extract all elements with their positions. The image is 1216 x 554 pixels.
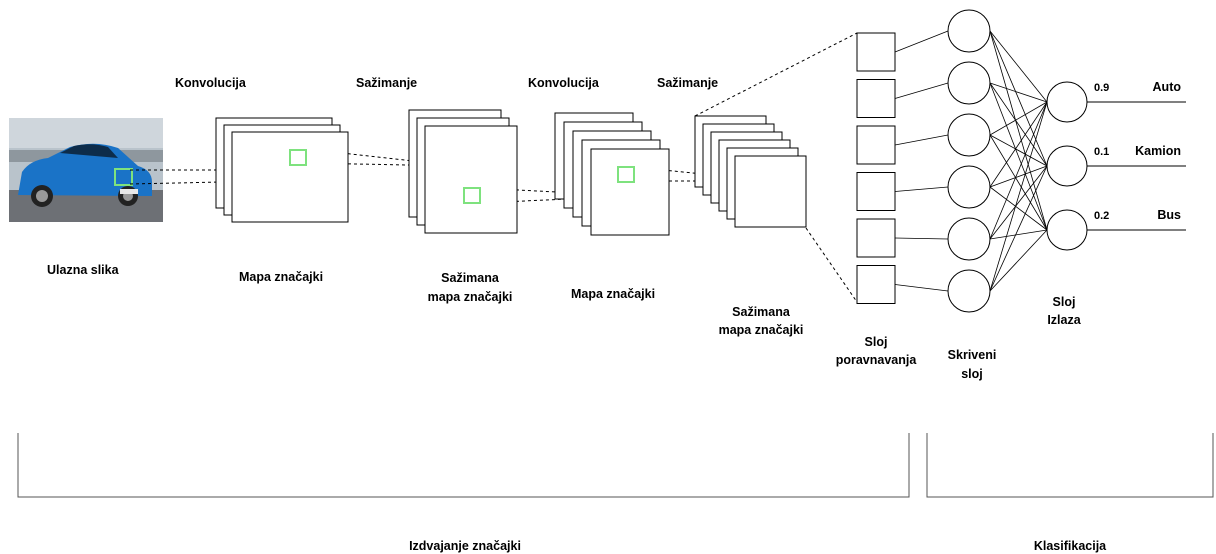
hidden-neuron (947, 113, 991, 157)
classification-bracket (926, 433, 1214, 498)
output-neuron (1046, 209, 1088, 251)
feature-extraction-bracket (17, 433, 910, 498)
hidden-output-edge (989, 165, 1048, 240)
output-neuron (1046, 145, 1088, 187)
hidden-neuron (947, 9, 991, 53)
flatten-node (856, 32, 896, 72)
hidden-layer (947, 9, 991, 313)
flatten-hidden-edge (894, 82, 949, 99)
pooled-map-2-label-line-2: mapa značajki (719, 323, 804, 337)
input-image (9, 118, 163, 222)
hidden-output-edge (989, 82, 1048, 167)
flatten-hidden-edge (894, 186, 949, 192)
flatten-hidden-edge (894, 237, 949, 240)
flatten-hidden-edge (894, 284, 949, 292)
output-probability: 0.2 (1094, 210, 1109, 222)
output-probability: 0.9 (1094, 82, 1109, 94)
output-label-line-1: Sloj (1053, 295, 1076, 309)
hidden-neuron (947, 61, 991, 105)
stage-conv-2: Konvolucija (528, 76, 600, 90)
flatten-hidden-edge (894, 30, 949, 53)
hidden-output-edge (989, 30, 1048, 167)
hidden-output-edge (989, 101, 1048, 188)
hidden-neuron (947, 217, 991, 261)
flatten-node (856, 265, 896, 304)
hidden-neuron (947, 269, 991, 313)
stage-pool-2: Sažimanje (657, 76, 718, 90)
stage-conv-1: Konvolucija (175, 76, 247, 90)
car-body-icon (18, 143, 152, 196)
feature-map-1-label: Mapa značajki (239, 270, 323, 284)
hidden-output-edge (989, 186, 1048, 231)
flatten-layer (856, 32, 896, 304)
pooled-map-2-label-line-1: Sažimana (732, 305, 791, 319)
hidden-output-edge (989, 134, 1048, 231)
hidden-output-edge (989, 30, 1048, 231)
hidden-output-edge (989, 101, 1048, 136)
flatten-node (856, 218, 896, 258)
output-class-name: Kamion (1135, 144, 1181, 158)
pooled-map-1-label-line-2: mapa značajki (428, 290, 513, 304)
flatten-label-line-1: Sloj (865, 335, 888, 349)
hidden-output-edge (989, 101, 1048, 240)
hidden-output-edge (989, 134, 1048, 167)
flatten-label-line-2: poravnavanja (836, 353, 918, 367)
network-edges (894, 30, 1048, 292)
output-class-name: Auto (1153, 80, 1182, 94)
hidden-label-line-2: sloj (961, 367, 983, 381)
hidden-neuron (947, 165, 991, 209)
flatten-node (856, 79, 896, 118)
hidden-output-edge (989, 82, 1048, 103)
hidden-output-edge (989, 165, 1048, 188)
pooled-map-2 (694, 115, 807, 228)
section-feature-extraction: Izdvajanje značajki (409, 539, 521, 553)
output-label-line-2: Izlaza (1047, 313, 1081, 327)
flatten-hidden-edge (894, 134, 949, 146)
input-label: Ulazna slika (47, 263, 120, 277)
stage-pool-1: Sažimanje (356, 76, 417, 90)
hidden-output-edge (989, 165, 1048, 292)
feature-map-2 (554, 112, 670, 236)
output-layer: 0.9 Auto 0.1 Kamion 0.2 Bus (1046, 80, 1186, 251)
hidden-label-line-1: Skriveni (948, 348, 997, 362)
output-class-name: Bus (1157, 208, 1181, 222)
hidden-output-edge (989, 30, 1048, 103)
hidden-output-edge (989, 82, 1048, 231)
hidden-output-edge (989, 101, 1048, 292)
pooled-map-1-label-line-1: Sažimana (441, 271, 500, 285)
flatten-node (856, 172, 896, 211)
hidden-output-edge (989, 229, 1048, 240)
output-probability: 0.1 (1094, 146, 1109, 158)
flatten-node (856, 125, 896, 165)
feature-map-2-label: Mapa značajki (571, 287, 655, 301)
receptive-field-icon (114, 168, 133, 186)
hidden-output-edge (989, 229, 1048, 292)
output-neuron (1046, 81, 1088, 123)
pooled-map-1 (408, 109, 518, 234)
section-classification: Klasifikacija (1034, 539, 1107, 553)
feature-map-1 (215, 117, 349, 223)
